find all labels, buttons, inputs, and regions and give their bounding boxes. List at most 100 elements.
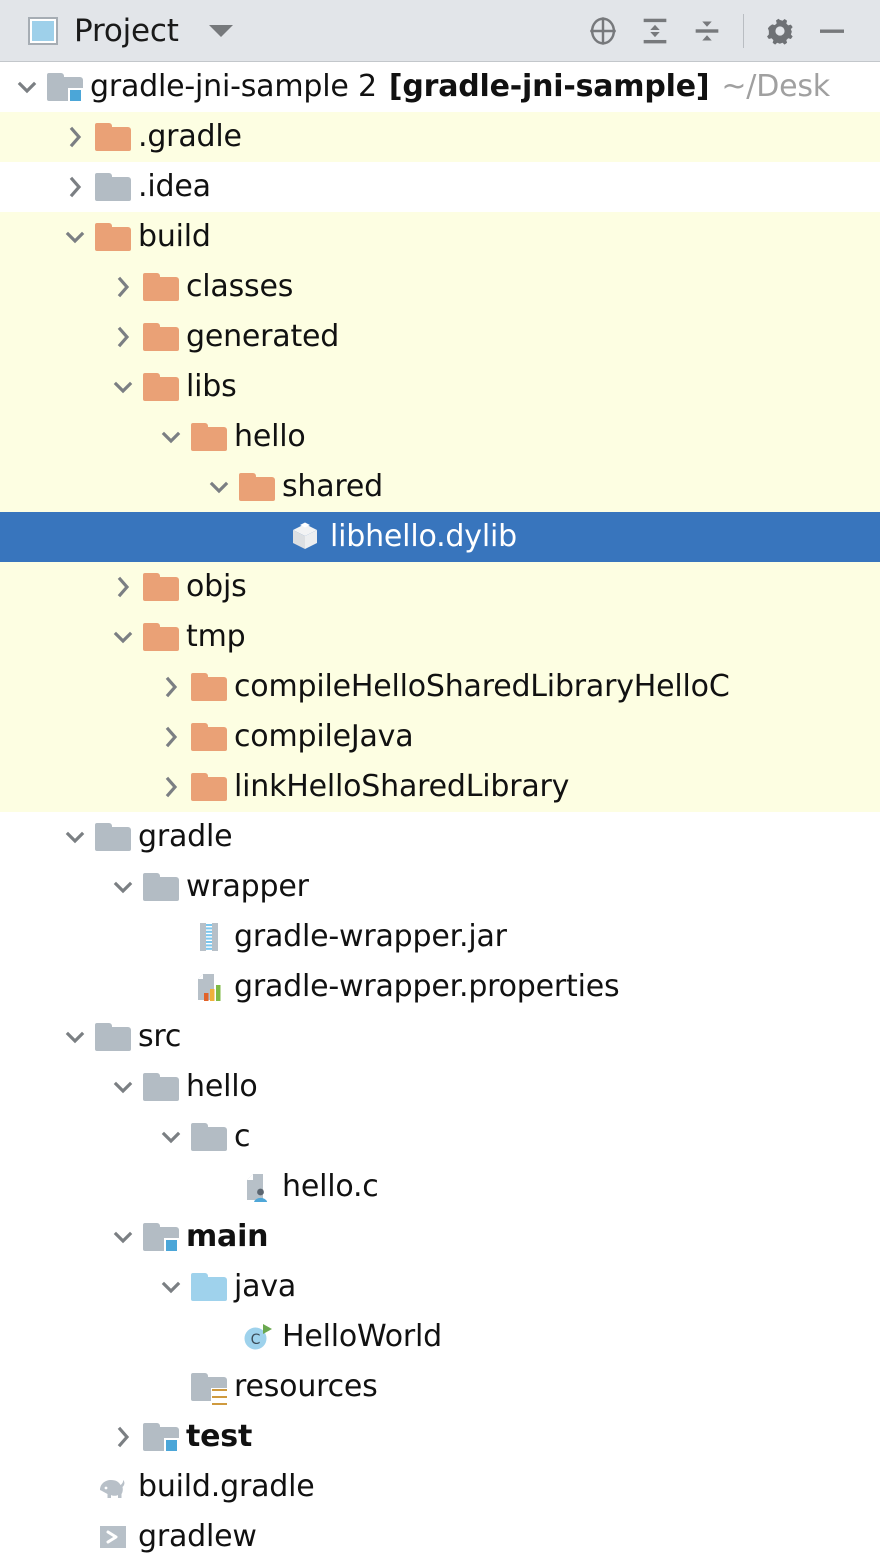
expand-all-button[interactable] [629,5,681,57]
chevron-down-icon[interactable] [106,362,140,412]
chevron-down-icon[interactable] [106,612,140,662]
node-label: build.gradle [138,1469,315,1504]
node-java[interactable]: java [0,1262,880,1312]
node-objs[interactable]: objs [0,562,880,612]
node-link-hello-shared-library[interactable]: linkHelloSharedLibrary [0,762,880,812]
node-generated[interactable]: generated [0,312,880,362]
chevron-down-icon[interactable] [154,412,188,462]
folder-module-icon [143,1423,179,1453]
jar-archive-icon [200,923,218,951]
tree-arrow-placeholder [202,1162,236,1212]
node-wrapper[interactable]: wrapper [0,862,880,912]
chevron-down-icon[interactable] [58,212,92,262]
node-compile-hello-shared-library-helloc[interactable]: compileHelloSharedLibraryHelloC [0,662,880,712]
node-gradle-wrapper-jar[interactable]: gradle-wrapper.jar [0,912,880,962]
node-classes[interactable]: classes [0,262,880,312]
node-icon [188,762,230,812]
node-src[interactable]: src [0,1012,880,1062]
node-icon [140,862,182,912]
chevron-right-icon[interactable] [106,562,140,612]
chevron-down-glyph [161,1131,181,1144]
node-label: gradle-jni-sample 2 [90,69,377,104]
chevron-down-icon[interactable] [154,1112,188,1162]
folder-orange-icon [143,373,179,401]
node-hello-libs[interactable]: hello [0,412,880,462]
node-compile-java[interactable]: compileJava [0,712,880,762]
tool-window-header-left[interactable]: Project [28,13,577,49]
chevron-right-icon[interactable] [154,662,188,712]
settings-button[interactable] [754,5,806,57]
chevron-right-glyph [117,276,130,298]
chevron-right-icon[interactable] [106,1412,140,1462]
chevron-down-icon[interactable] [106,1062,140,1112]
folder-orange-icon [143,623,179,651]
select-opened-file-button[interactable] [577,5,629,57]
chevron-down-icon[interactable] [10,62,44,112]
node-libs[interactable]: libs [0,362,880,412]
node-label: linkHelloSharedLibrary [234,769,570,804]
tree-arrow-placeholder [154,1362,188,1412]
chevron-down-glyph [161,1281,181,1294]
node-test[interactable]: test [0,1412,880,1462]
node-shared[interactable]: shared [0,462,880,512]
chevron-down-icon[interactable] [202,462,236,512]
chevron-right-icon[interactable] [58,112,92,162]
svg-text:C: C [251,1332,261,1348]
node-dot-idea[interactable]: .idea [0,162,880,212]
folder-orange-icon [191,723,227,751]
node-dot-gradle[interactable]: .gradle [0,112,880,162]
chevron-down-glyph [65,1031,85,1044]
node-gradlew[interactable]: gradlew [0,1512,880,1562]
node-label: resources [234,1369,378,1404]
node-label: gradlew [138,1519,257,1554]
chevron-down-icon[interactable] [58,812,92,862]
chevron-right-icon[interactable] [106,262,140,312]
node-label: main [186,1219,269,1254]
node-build[interactable]: build [0,212,880,262]
node-label: libs [186,369,237,404]
folder-orange-icon [191,423,227,451]
node-label: generated [186,319,340,354]
chevron-down-icon[interactable] [208,24,233,37]
node-gradle-wrapper-properties[interactable]: gradle-wrapper.properties [0,962,880,1012]
node-label: compileHelloSharedLibraryHelloC [234,669,730,704]
chevron-down-icon[interactable] [106,1212,140,1262]
chevron-right-glyph [69,126,82,148]
node-icon [92,112,134,162]
chevron-right-icon[interactable] [58,162,92,212]
project-root[interactable]: gradle-jni-sample 2[gradle-jni-sample]~/… [0,62,880,112]
chevron-right-icon[interactable] [154,762,188,812]
node-c[interactable]: c [0,1112,880,1162]
project-tool-window-toolbar: Project [0,0,880,62]
node-gradle[interactable]: gradle [0,812,880,862]
node-icon [188,912,230,962]
node-main[interactable]: main [0,1212,880,1262]
chevron-down-glyph [161,431,181,444]
project-tree[interactable]: gradle-jni-sample 2[gradle-jni-sample]~/… [0,62,880,1562]
node-hello-c-file[interactable]: hello.c [0,1162,880,1212]
node-label: .gradle [138,119,242,154]
node-label: java [234,1269,297,1304]
chevron-down-glyph [17,81,37,94]
folder-orange-icon [191,773,227,801]
node-hello-src[interactable]: hello [0,1062,880,1112]
chevron-down-icon[interactable] [106,862,140,912]
chevron-right-icon[interactable] [154,712,188,762]
node-icon: C [236,1312,278,1362]
node-tmp[interactable]: tmp [0,612,880,662]
node-icon [188,1362,230,1412]
chevron-down-icon[interactable] [154,1262,188,1312]
collapse-all-icon [695,21,719,40]
collapse-all-button[interactable] [681,5,733,57]
node-build-gradle[interactable]: build.gradle [0,1462,880,1512]
chevron-down-icon[interactable] [58,1012,92,1062]
chevron-down-glyph [113,1081,133,1094]
toolbar-separator [743,13,744,48]
shell-script-icon [100,1526,126,1548]
node-resources[interactable]: resources [0,1362,880,1412]
node-libhello-dylib[interactable]: libhello.dylib [0,512,880,562]
node-label: test [186,1419,253,1454]
hide-button[interactable] [806,5,858,57]
chevron-right-icon[interactable] [106,312,140,362]
